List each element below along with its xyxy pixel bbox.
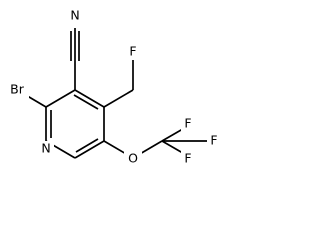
aromatic-inner-bond-2 [73,94,99,110]
bond-lines [23,28,211,159]
trifluoromethyl-fluorine-top-label: F [184,116,191,131]
atom-label-backgrounds [5,8,221,167]
atom-labels: N F Br N O F F F [10,8,217,166]
bond-c2-c3 [45,89,76,108]
ether-oxygen-label: O [128,151,138,166]
bond-c5-c6 [74,140,105,159]
molecule-structure-diagram: N F Br N O F F F [5,7,221,167]
trifluoromethyl-fluorine-right-label: F [210,133,217,148]
bond-c3-c4 [74,89,105,108]
ring-nitrogen-label: N [41,141,50,156]
aromatic-inner-bond-3 [75,138,99,153]
bromine-label: Br [10,82,25,97]
fluoromethyl-fluorine-label: F [129,44,136,59]
bond-c4-ch2 [103,89,134,108]
trifluoromethyl-fluorine-bottom-label: F [184,151,191,166]
nitrile-nitrogen-label: N [70,8,79,23]
